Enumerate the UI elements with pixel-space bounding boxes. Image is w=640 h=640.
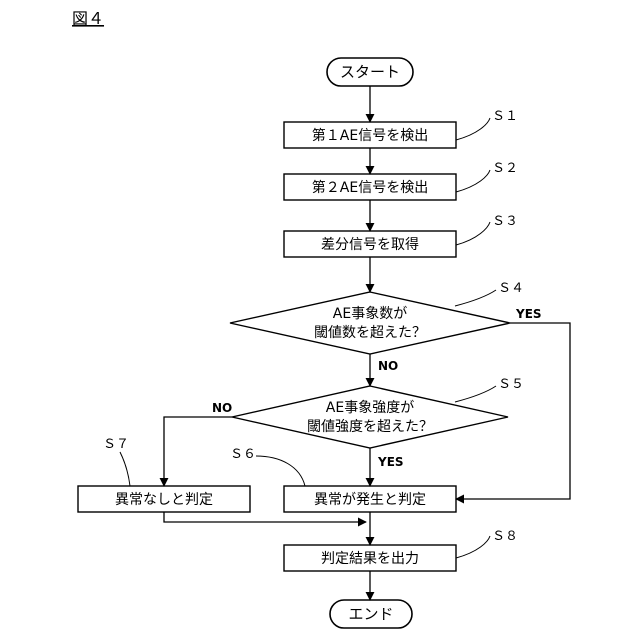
- step-s1-tag: Ｓ１: [492, 109, 518, 124]
- step-s6-tag: Ｓ６: [230, 447, 256, 462]
- step-s1-label: 第１AE信号を検出: [312, 127, 428, 144]
- start-label: スタート: [340, 63, 400, 81]
- s5-no-label: NO: [212, 401, 232, 415]
- step-s7-leader: [120, 452, 130, 486]
- decision-s4: AE事象数が 閾値数を超えた？ Ｓ４: [230, 281, 524, 354]
- s4-yes-label: YES: [515, 307, 542, 321]
- step-s2: 第２AE信号を検出 Ｓ２: [284, 161, 518, 200]
- decision-s5-line1: AE事象強度が: [326, 400, 414, 416]
- step-s8-label: 判定結果を出力: [321, 551, 419, 567]
- step-s3-leader: [456, 222, 490, 245]
- step-s6: 異常が発生と判定 Ｓ６: [230, 447, 456, 512]
- step-s8-leader: [456, 536, 490, 558]
- arrow-s5-no-s7: [164, 417, 232, 486]
- decision-s4-leader: [455, 290, 496, 306]
- decision-s5-leader: [455, 386, 496, 402]
- decision-s5-line2: 閾値強度を超えた？: [307, 419, 433, 435]
- decision-s4-line1: AE事象数が: [333, 306, 407, 322]
- decision-s4-tag: Ｓ４: [498, 281, 524, 296]
- step-s1: 第１AE信号を検出 Ｓ１: [284, 109, 518, 148]
- step-s6-label: 異常が発生と判定: [314, 492, 426, 508]
- step-s3: 差分信号を取得 Ｓ３: [284, 214, 518, 257]
- s4-no-label: NO: [378, 359, 398, 373]
- figure-title: 図４: [72, 9, 104, 28]
- step-s2-tag: Ｓ２: [492, 161, 518, 176]
- start-terminal: スタート: [327, 58, 413, 86]
- decision-s5-tag: Ｓ５: [498, 377, 524, 392]
- s5-yes-label: YES: [377, 455, 404, 469]
- step-s2-leader: [456, 170, 490, 192]
- step-s1-leader: [456, 118, 490, 140]
- step-s7-label: 異常なしと判定: [115, 492, 213, 508]
- step-s3-label: 差分信号を取得: [321, 236, 419, 253]
- decision-s4-line2: 閾値数を超えた？: [314, 325, 426, 341]
- step-s3-tag: Ｓ３: [492, 214, 518, 229]
- step-s7-tag: Ｓ７: [103, 437, 129, 452]
- end-label: エンド: [348, 605, 393, 623]
- step-s6-leader: [256, 456, 305, 486]
- arrow-s7-merge: [164, 512, 366, 522]
- step-s2-label: 第２AE信号を検出: [312, 179, 428, 196]
- step-s8: 判定結果を出力 Ｓ８: [284, 529, 518, 571]
- end-terminal: エンド: [330, 600, 412, 628]
- decision-s5: AE事象強度が 閾値強度を超えた？ Ｓ５: [232, 377, 524, 448]
- step-s8-tag: Ｓ８: [492, 529, 518, 544]
